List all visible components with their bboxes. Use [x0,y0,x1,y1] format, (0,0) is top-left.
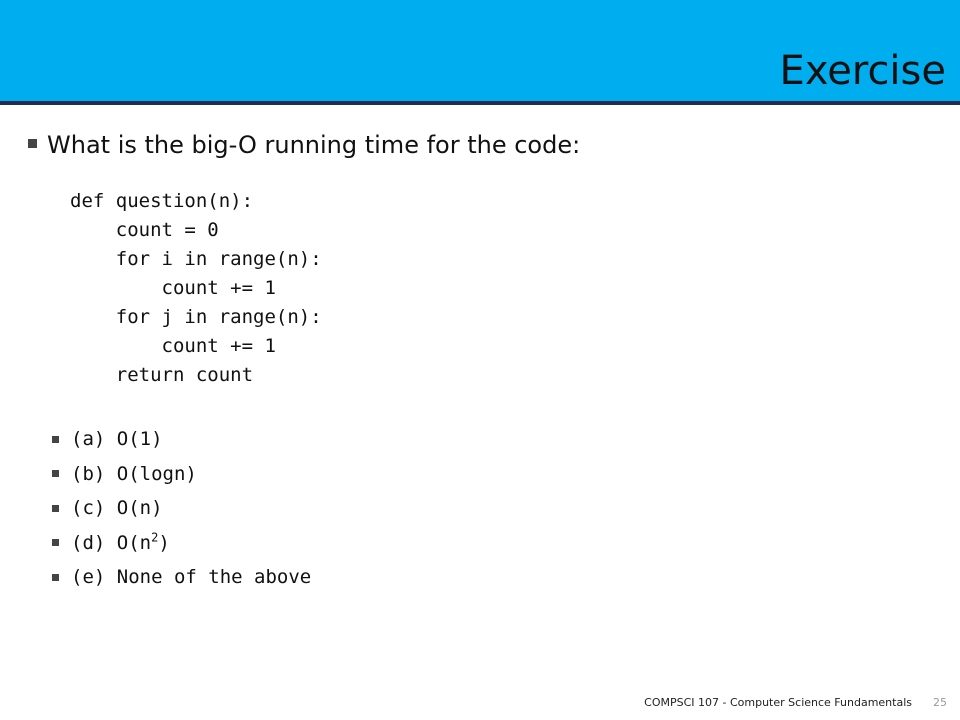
option-text: (e) None of the above [71,566,312,589]
option-d-base: (d) O(n [71,531,152,554]
option-text: (a) O(1) [71,428,163,451]
option-b: (b) O(logn) [52,457,311,492]
code-block: def question(n): count = 0 for i in rang… [70,187,322,390]
code-line: return count [70,364,254,386]
option-c: (c) O(n) [52,491,311,526]
code-line: count += 1 [70,277,276,299]
option-text: (d) O(n2) [71,530,170,554]
option-d: (d) O(n2) [52,526,311,561]
square-bullet-icon [28,138,37,148]
option-d-suffix: ) [158,531,170,554]
page-number: 25 [933,696,947,709]
option-text: (c) O(n) [71,497,163,520]
square-bullet-icon [52,470,59,478]
header-divider [0,101,960,105]
code-line: for i in range(n): [70,248,322,270]
code-line: count += 1 [70,335,276,357]
question-text: What is the big-O running time for the c… [47,131,581,159]
answer-options: (a) O(1) (b) O(logn) (c) O(n) (d) O(n2) … [52,422,311,595]
code-line: def question(n): [70,190,254,212]
code-line: count = 0 [70,219,219,241]
option-d-exponent: 2 [151,530,159,545]
square-bullet-icon [52,539,59,547]
square-bullet-icon [52,435,59,443]
slide-title: Exercise [779,48,946,94]
code-line: for j in range(n): [70,306,322,328]
header-band [0,0,960,101]
footer-course: COMPSCI 107 - Computer Science Fundament… [644,696,912,709]
option-text: (b) O(logn) [71,462,197,485]
option-e: (e) None of the above [52,560,311,595]
square-bullet-icon [52,573,59,581]
question-bullet: What is the big-O running time for the c… [28,126,580,164]
square-bullet-icon [52,504,59,512]
option-a: (a) O(1) [52,422,311,457]
